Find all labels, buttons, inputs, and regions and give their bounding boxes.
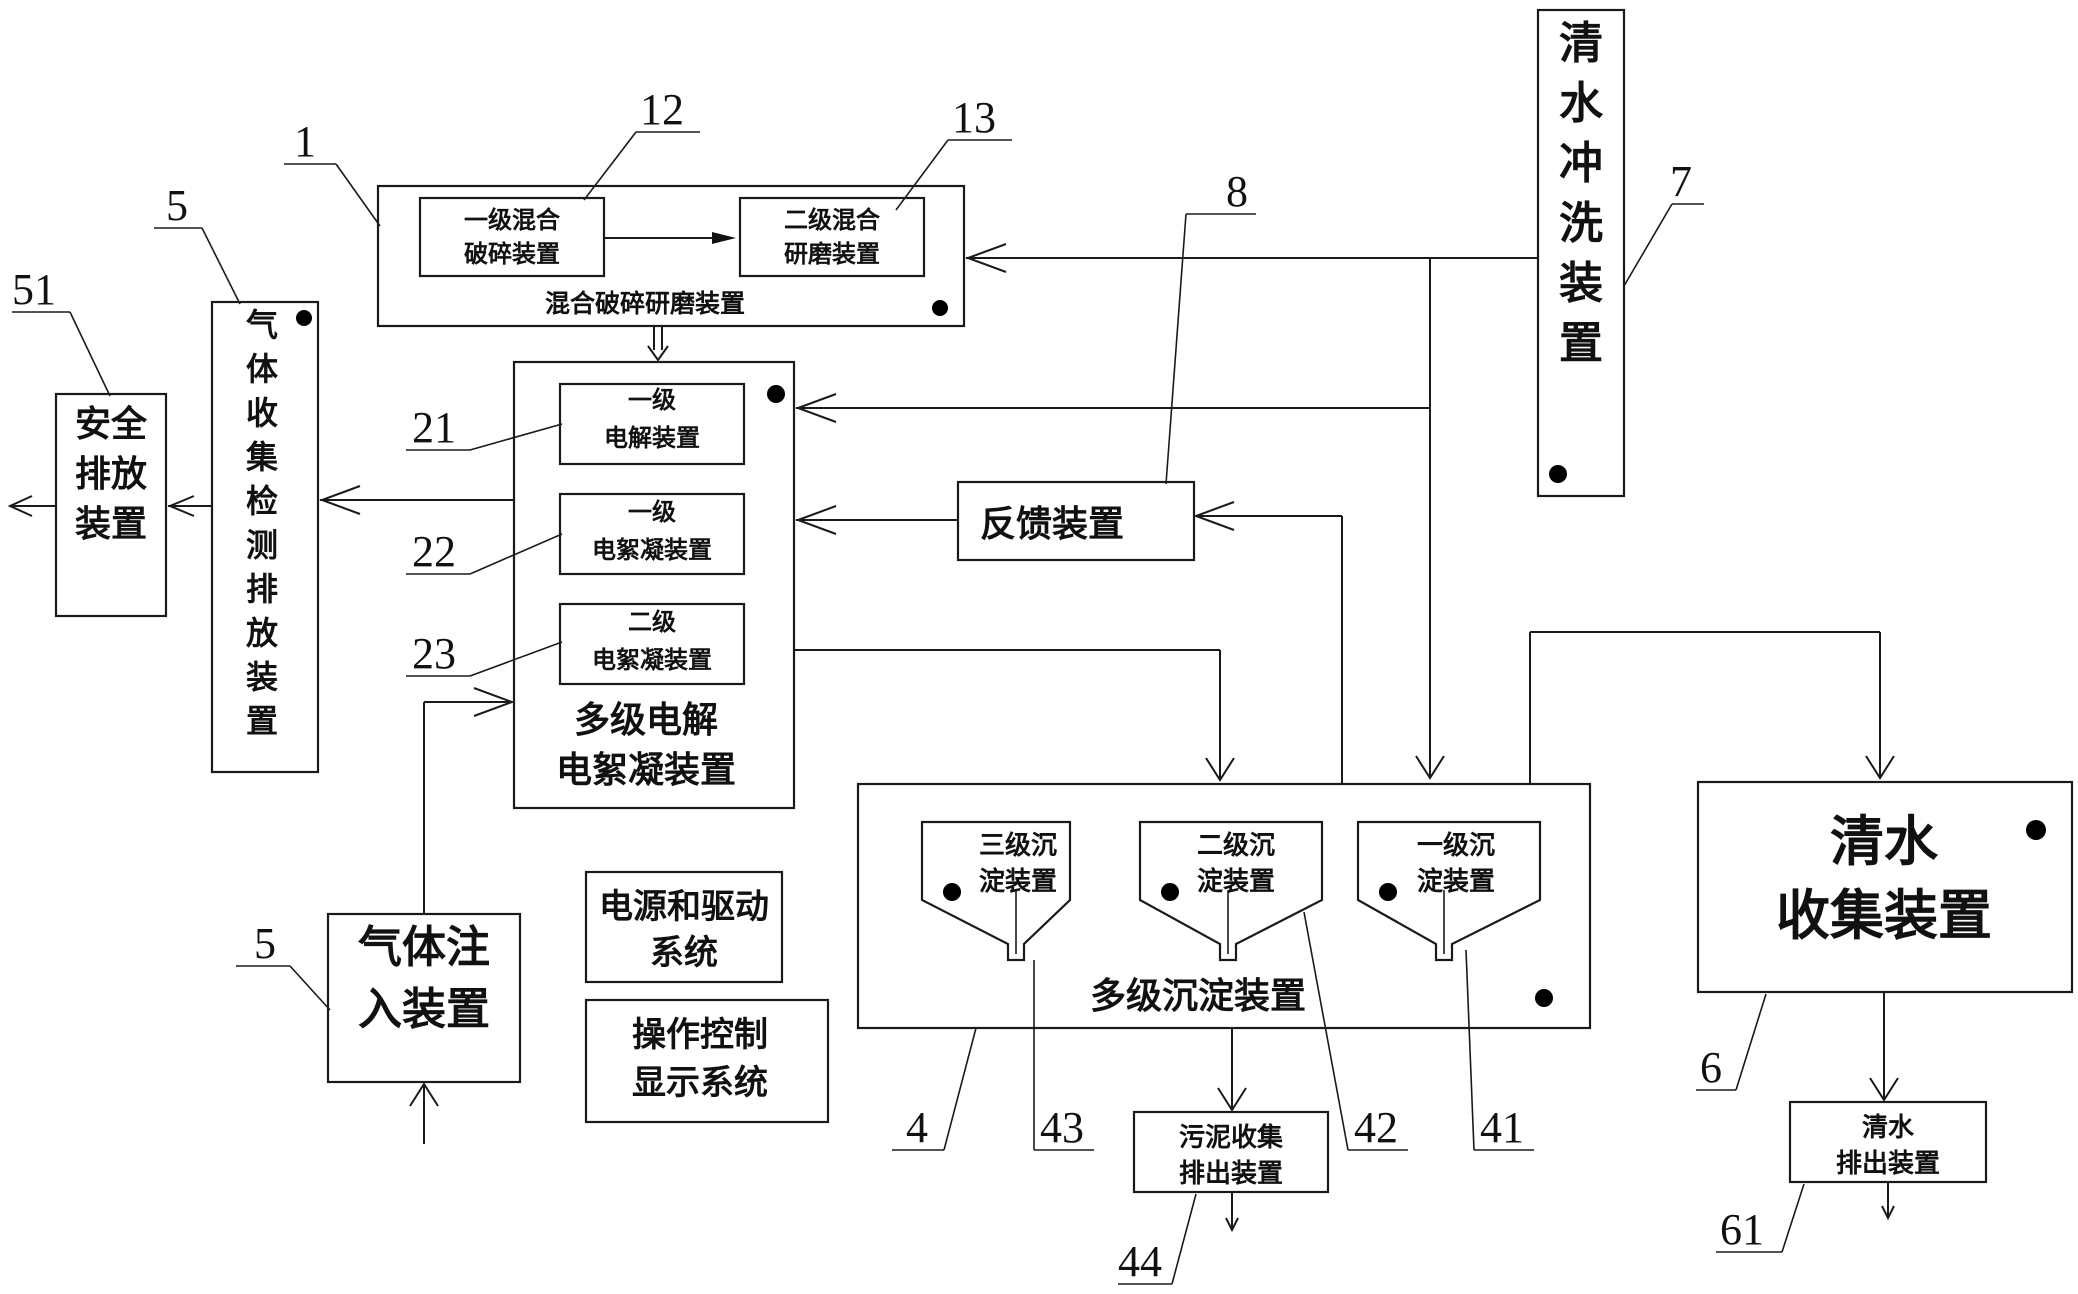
gas-inject-device: 气体注 入装置 bbox=[326, 912, 522, 1084]
power-line2: 系统 bbox=[650, 933, 718, 973]
s2-line2: 淀装置 bbox=[1197, 866, 1275, 897]
e2-label-line1: 一级 bbox=[628, 498, 676, 526]
ref-12: 12 bbox=[640, 85, 684, 134]
sludge-line1: 污泥收集 bbox=[1179, 1122, 1284, 1153]
control-line2: 显示系统 bbox=[632, 1063, 768, 1103]
mix1-label-line2: 破碎装置 bbox=[464, 240, 560, 268]
gas-inject-line2: 入装置 bbox=[358, 984, 490, 1035]
ref-41: 41 bbox=[1480, 1103, 1524, 1152]
clear-out-device: 清水 排出装置 bbox=[1788, 1100, 1988, 1184]
feedback-label: 反馈装置 bbox=[980, 504, 1124, 545]
ref-7: 7 bbox=[1670, 157, 1692, 206]
ref-51: 51 bbox=[12, 265, 56, 314]
gas-collect-char-4: 检 bbox=[246, 482, 278, 520]
safe-label-line2: 排放 bbox=[75, 454, 147, 495]
safe-label-line3: 装置 bbox=[75, 504, 147, 545]
electro-device: 一级 电解装置 一级 电絮凝装置 二级 电絮凝装置 多级电解 电絮凝装置 bbox=[512, 360, 796, 810]
rinse-char-4: 装 bbox=[1559, 258, 1603, 309]
e1-label-line2: 电解装置 bbox=[604, 424, 700, 452]
sediment-tank-1: 一级沉 淀装置 bbox=[1356, 820, 1542, 962]
rinse-char-3: 洗 bbox=[1559, 198, 1603, 249]
gas-collect-char-3: 集 bbox=[245, 438, 278, 476]
ref-1: 1 bbox=[294, 117, 316, 166]
electro-label-line2: 电絮凝装置 bbox=[556, 750, 736, 791]
control-line1: 操作控制 bbox=[632, 1015, 768, 1055]
ref-23: 23 bbox=[412, 629, 456, 678]
safe-discharge-device: 安全 排放 装置 bbox=[54, 392, 168, 618]
e2-label-line2: 电絮凝装置 bbox=[592, 536, 712, 564]
gas-collect-char-1: 体 bbox=[246, 350, 278, 388]
clear-collect-line2: 收集装置 bbox=[1776, 884, 1992, 947]
reference-leaders bbox=[12, 131, 1805, 1285]
gas-collect-char-9: 置 bbox=[246, 702, 278, 740]
rinse-char-2: 冲 bbox=[1559, 138, 1603, 189]
ref-42: 42 bbox=[1354, 1103, 1398, 1152]
sediment-tank-3: 三级沉 淀装置 bbox=[920, 820, 1072, 962]
mix1-label-line1: 一级混合 bbox=[464, 206, 561, 234]
rinse-char-5: 置 bbox=[1559, 318, 1603, 369]
ref-6: 6 bbox=[1700, 1043, 1722, 1092]
gas-collect-char-0: 气 bbox=[246, 306, 278, 344]
mix2-label-line2: 研磨装置 bbox=[784, 240, 880, 268]
ref-44: 44 bbox=[1118, 1237, 1162, 1286]
mix2-label-line1: 二级混合 bbox=[784, 206, 881, 234]
gas-collect-char-7: 放 bbox=[246, 614, 279, 652]
ref-8: 8 bbox=[1226, 167, 1248, 216]
control-system: 操作控制 显示系统 bbox=[584, 998, 830, 1124]
s3-line1: 三级沉 bbox=[979, 830, 1057, 861]
electro-label-line1: 多级电解 bbox=[574, 700, 718, 741]
clear-collect-line1: 清水 bbox=[1830, 810, 1939, 873]
gas-collect-char-6: 排 bbox=[246, 570, 278, 608]
rinse-char-1: 水 bbox=[1559, 78, 1604, 129]
clear-out-line1: 清水 bbox=[1862, 1113, 1915, 1143]
sediment-label: 多级沉淀装置 bbox=[1090, 976, 1306, 1017]
reference-numbers: 1 12 13 5 51 8 7 21 22 23 5 4 43 42 41 4… bbox=[12, 85, 1764, 1286]
ref-5a: 5 bbox=[166, 181, 188, 230]
ref-43: 43 bbox=[1040, 1103, 1084, 1152]
power-system: 电源和驱动 系统 bbox=[584, 870, 784, 984]
connections bbox=[7, 243, 1899, 1233]
ref-13: 13 bbox=[952, 93, 996, 142]
gas-collect-char-8: 装 bbox=[246, 658, 278, 696]
clear-collect-device: 清水 收集装置 bbox=[1696, 780, 2074, 994]
sediment-tank-2: 二级沉 淀装置 bbox=[1138, 820, 1324, 962]
rinse-device: 清 水 冲 洗 装 置 bbox=[1536, 8, 1626, 498]
gas-collect-device: 气 体 收 集 检 测 排 放 装 置 bbox=[210, 300, 320, 774]
gas-collect-char-5: 测 bbox=[246, 526, 278, 564]
ref-22: 22 bbox=[412, 527, 456, 576]
sludge-line2: 排出装置 bbox=[1179, 1159, 1283, 1189]
e1-label-line1: 一级 bbox=[628, 386, 676, 414]
sediment-device: 多级沉淀装置 三级沉 淀装置 二级沉 淀装置 一级沉 淀装置 bbox=[856, 782, 1592, 1030]
gas-inject-line1: 气体注 bbox=[358, 922, 490, 973]
ref-5b: 5 bbox=[254, 919, 276, 968]
mix-grind-device: 一级混合 破碎装置 二级混合 研磨装置 混合破碎研磨装置 bbox=[376, 184, 966, 328]
clear-out-line2: 排出装置 bbox=[1836, 1149, 1940, 1179]
rinse-char-0: 清 bbox=[1559, 18, 1603, 69]
s3-line2: 淀装置 bbox=[979, 866, 1057, 897]
ref-4: 4 bbox=[906, 1103, 928, 1152]
mix-grind-label: 混合破碎研磨装置 bbox=[545, 289, 745, 318]
s1-line1: 一级沉 bbox=[1417, 830, 1495, 861]
sludge-device: 污泥收集 排出装置 bbox=[1132, 1110, 1330, 1194]
gas-collect-char-2: 收 bbox=[246, 394, 278, 432]
safe-label-line1: 安全 bbox=[75, 403, 148, 445]
ref-61: 61 bbox=[1720, 1205, 1764, 1254]
power-line1: 电源和驱动 bbox=[599, 887, 769, 927]
s2-line1: 二级沉 bbox=[1197, 830, 1275, 861]
ref-21: 21 bbox=[412, 403, 456, 452]
feedback-device: 反馈装置 bbox=[956, 480, 1196, 562]
s1-line2: 淀装置 bbox=[1417, 866, 1495, 897]
e3-label-line2: 电絮凝装置 bbox=[592, 646, 712, 674]
e3-label-line1: 二级 bbox=[628, 608, 676, 636]
hollow-down-arrow bbox=[647, 326, 669, 362]
